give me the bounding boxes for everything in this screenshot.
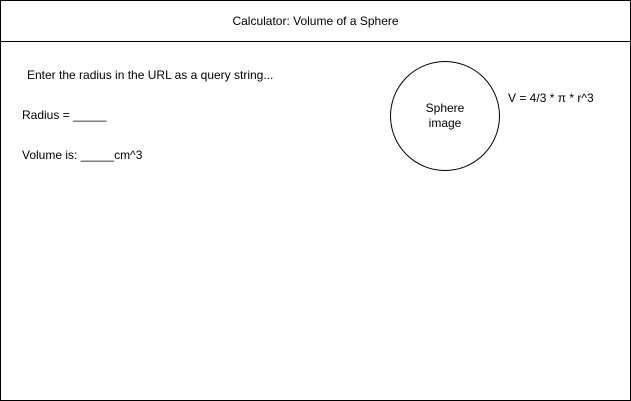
sphere-image: Sphere image [390, 61, 500, 171]
radius-output: Radius = _____ [22, 108, 107, 122]
volume-formula: V = 4/3 * π * r^3 [508, 91, 594, 105]
page-header: Calculator: Volume of a Sphere [1, 1, 630, 42]
instructions-text: Enter the radius in the URL as a query s… [27, 68, 274, 82]
sphere-image-label: Sphere image [425, 101, 465, 130]
volume-output: Volume is: _____cm^3 [22, 148, 143, 162]
page-title: Calculator: Volume of a Sphere [232, 14, 399, 28]
